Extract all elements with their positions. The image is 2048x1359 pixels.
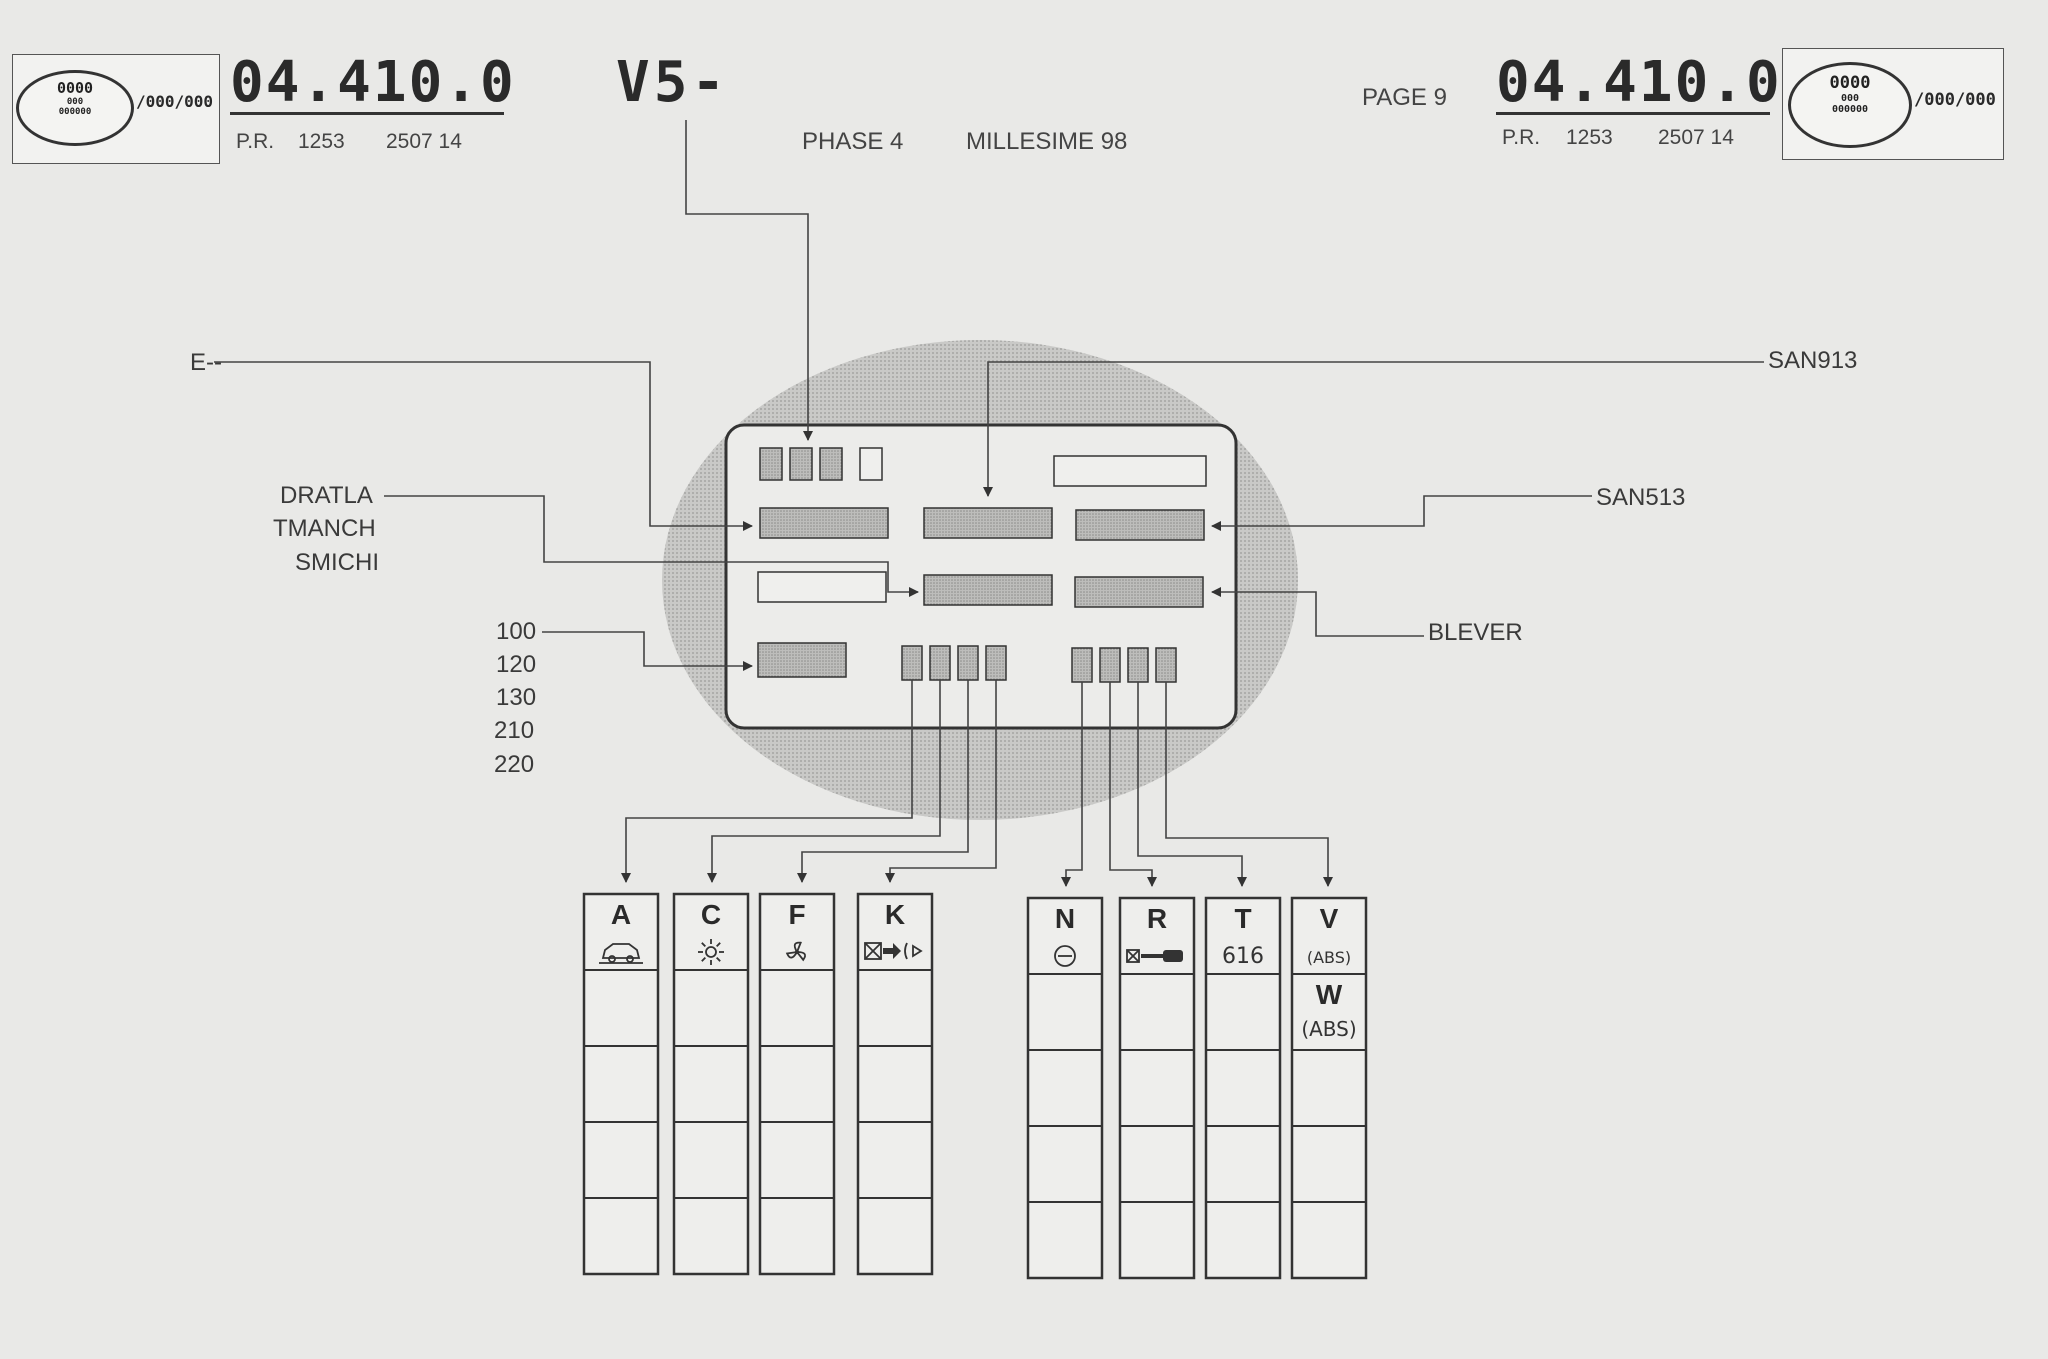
function-column-n: N — [1026, 896, 1104, 1280]
left-stamp-mid: 000 — [66, 97, 84, 107]
panel-cell — [789, 447, 813, 481]
panel-field — [923, 507, 1053, 539]
label-dratla: DRATLA — [280, 482, 373, 509]
right-stamp-suffix: /000/000 — [1914, 90, 1996, 110]
label-san513: SAN513 — [1596, 484, 1685, 511]
function-column-k: K — [856, 892, 934, 1276]
leader-e — [214, 361, 753, 531]
millesime-label: MILLESIME 98 — [966, 128, 1128, 155]
label-code-130: 130 — [496, 684, 536, 711]
right-stamp-bottom: 000000 — [1831, 104, 1869, 115]
lock-arrow-icon — [864, 942, 923, 960]
right-stamp-oval: 0000 000 000000 — [1788, 62, 1912, 148]
label-smichi: SMICHI — [295, 549, 379, 576]
panel-cell — [859, 447, 883, 481]
label-code-120: 120 — [496, 651, 536, 678]
left-code-underline — [230, 112, 504, 115]
column-sub-text: (ABS) — [1301, 1017, 1356, 1041]
right-code-underline — [1496, 112, 1770, 115]
left-pr-num: 1253 — [298, 130, 345, 153]
panel-cell — [759, 447, 783, 481]
gear-arrows-icon: 616 — [1222, 944, 1264, 969]
panel-field-blank — [1053, 455, 1207, 487]
wire-f — [797, 680, 969, 883]
left-stamp-oval: 0000 000 000000 — [16, 70, 134, 146]
indicator-cells-right — [1071, 647, 1177, 683]
right-pr-num: 1253 — [1566, 126, 1613, 149]
left-doc-code: 04.410.0 — [230, 50, 516, 115]
panel-field-blank — [757, 571, 887, 603]
right-doc-code: 04.410.0 — [1496, 50, 1782, 115]
right-stamp-top: 0000 — [1829, 73, 1871, 93]
column-letter: N — [1055, 903, 1075, 934]
indicator-cells-left — [901, 645, 1007, 681]
wire-r — [1109, 682, 1157, 887]
column-letter: A — [611, 899, 631, 930]
svg-text:(ABS): (ABS) — [1307, 948, 1351, 967]
column-letter: V — [1320, 903, 1339, 934]
left-stamp-top: 0000 — [56, 79, 94, 97]
car-icon — [599, 943, 643, 964]
leader-codes — [542, 631, 753, 671]
wire-t — [1137, 682, 1247, 887]
column-letter: K — [885, 899, 905, 930]
column-sub-letter: W — [1316, 979, 1343, 1010]
panel-field — [759, 507, 889, 539]
wire-a — [621, 680, 913, 883]
wire-v — [1165, 682, 1333, 887]
function-column-c: C — [672, 892, 750, 1276]
abs-box-icon: (ABS) — [1307, 948, 1351, 967]
left-stamp-bottom: 000000 — [58, 107, 92, 117]
left-stamp-suffix: /000/000 — [136, 92, 214, 111]
left-pr-label: P.R. — [236, 130, 275, 153]
leader-san513 — [1211, 495, 1592, 531]
right-stamp-mid: 000 — [1840, 93, 1860, 104]
svg-text:616: 616 — [1222, 944, 1264, 969]
left-pr-ref: 2507 14 — [386, 130, 462, 153]
leader-dratla — [384, 495, 919, 597]
column-letter: C — [701, 899, 721, 930]
wire-c — [707, 680, 941, 883]
function-column-r: R — [1118, 896, 1196, 1280]
column-letter: F — [788, 899, 805, 930]
label-code-210: 210 — [494, 717, 534, 744]
panel-field — [1074, 576, 1204, 608]
label-e: E-- — [190, 349, 222, 376]
function-column-f: F — [758, 892, 836, 1276]
function-column-t: T 616 — [1204, 896, 1282, 1280]
box-shaft-icon — [1126, 949, 1183, 963]
circle-minus-icon — [1054, 945, 1076, 967]
function-column-v: V (ABS) W (ABS) — [1290, 896, 1368, 1280]
label-tmanch: TMANCH — [273, 515, 376, 542]
sun-icon — [698, 939, 724, 965]
panel-cell — [819, 447, 843, 481]
leader-blever — [1211, 587, 1424, 637]
panel-field — [1075, 509, 1205, 541]
panel-field — [757, 642, 847, 678]
phase-label: PHASE 4 — [802, 128, 904, 155]
function-column-a: A — [582, 892, 660, 1276]
right-pr-label: P.R. — [1502, 126, 1541, 149]
fan-icon — [785, 941, 806, 962]
wire-k — [885, 680, 997, 883]
label-san913: SAN913 — [1768, 347, 1857, 374]
column-letter: T — [1234, 903, 1251, 934]
wire-n — [1061, 682, 1083, 887]
leader-v5 — [685, 120, 813, 441]
label-code-220: 220 — [494, 751, 534, 778]
page-number: PAGE 9 — [1362, 84, 1447, 111]
model-code: V5- — [616, 50, 730, 115]
panel-field — [923, 574, 1053, 606]
leader-san913 — [983, 361, 1764, 497]
right-pr-ref: 2507 14 — [1658, 126, 1734, 149]
column-letter: R — [1147, 903, 1167, 934]
label-blever: BLEVER — [1428, 619, 1523, 646]
label-code-100: 100 — [496, 618, 536, 645]
